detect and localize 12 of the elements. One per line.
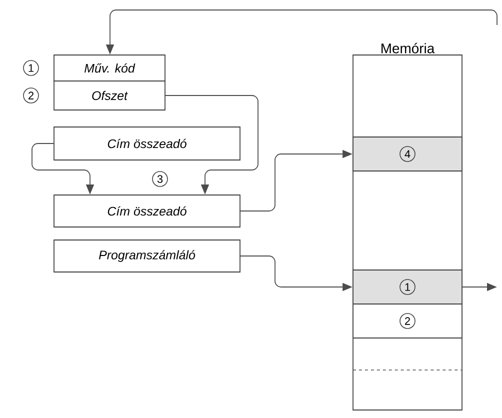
register-box: Cím összeadó	[54, 126, 240, 160]
register-box: Programszámláló	[54, 240, 240, 272]
register-box: Cím összeadó	[54, 194, 240, 228]
memory-cell: 1	[352, 270, 462, 304]
step-number: 1	[23, 60, 39, 76]
memory-cell: 4	[352, 136, 462, 172]
step-number: 3	[152, 171, 168, 187]
node-label: Memória	[382, 42, 435, 54]
register-box: Ofszet	[54, 80, 166, 110]
step-number: 2	[23, 88, 39, 104]
memory-cell: 2	[352, 304, 462, 338]
register-box: Műv. kód	[54, 54, 166, 82]
